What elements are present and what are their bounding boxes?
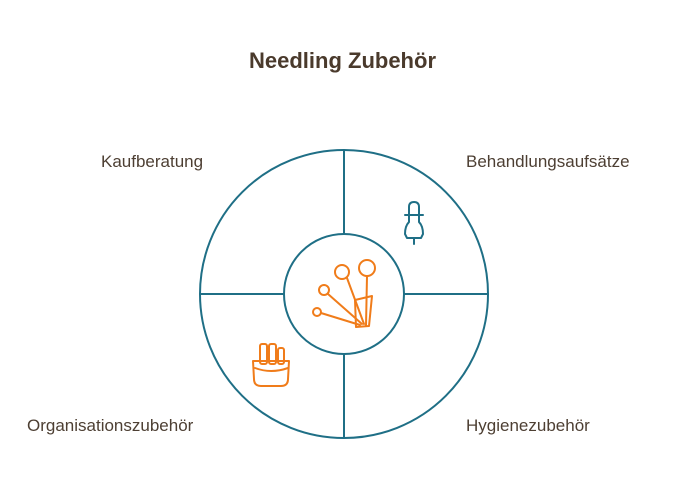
label-kaufberatung: Kaufberatung bbox=[101, 152, 204, 171]
label-behandlungsaufsaetze: Behandlungsaufsätze bbox=[466, 152, 630, 171]
organizer-pocket-icon bbox=[252, 343, 290, 387]
microneedle-tools-icon bbox=[312, 259, 376, 328]
needle-cartridge-icon bbox=[404, 201, 424, 245]
page-title: Needling Zubehör bbox=[249, 48, 436, 73]
label-organisationszubehoer: Organisationszubehör bbox=[27, 416, 194, 435]
inner-ring bbox=[283, 233, 405, 355]
label-hygienezubehoer: Hygienezubehör bbox=[466, 416, 590, 435]
